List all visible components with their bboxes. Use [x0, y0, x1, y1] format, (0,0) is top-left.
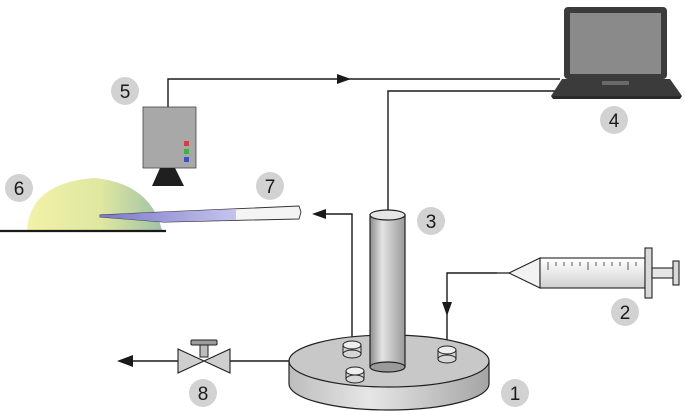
- syringe-flange: [644, 247, 653, 299]
- laptop-screen: [570, 13, 661, 74]
- syringe-plunger-rod: [651, 267, 675, 279]
- syringe-to-inlet-wire: [446, 272, 497, 348]
- label-3: 3: [417, 207, 445, 235]
- label-7: 7: [256, 172, 284, 200]
- base-port-drain: [345, 366, 365, 384]
- valve-outlet-arrow: [117, 355, 133, 367]
- svg-text:4: 4: [609, 111, 620, 132]
- svg-text:5: 5: [120, 82, 131, 103]
- column-top: [369, 209, 406, 221]
- valve-handle: [190, 339, 218, 346]
- svg-text:7: 7: [265, 177, 276, 198]
- camera-led-green: [184, 149, 189, 154]
- svg-text:3: 3: [426, 212, 437, 233]
- camera: [142, 106, 197, 186]
- drop-shape: [27, 178, 162, 230]
- label-1: 1: [501, 379, 529, 407]
- base-port-outlet: [342, 340, 362, 359]
- syringe-to-inlet-arrow: [442, 302, 452, 316]
- svg-text:8: 8: [198, 384, 209, 405]
- camera-led-red: [184, 141, 189, 146]
- svg-text:2: 2: [620, 303, 631, 324]
- camera-led-blue: [184, 157, 189, 162]
- label-5: 5: [111, 77, 139, 105]
- laptop: [551, 7, 682, 99]
- laptop-keyboard-base: [551, 79, 682, 96]
- svg-text:6: 6: [14, 179, 25, 200]
- label-6: 6: [5, 174, 33, 202]
- syringe-scale-ticks: [547, 262, 637, 270]
- outlet-to-capillary-arrow: [312, 209, 326, 219]
- label-8: 8: [189, 379, 217, 407]
- laptop-touchpad: [602, 81, 629, 85]
- syringe-plunger-cap: [672, 260, 680, 286]
- svg-text:1: 1: [510, 384, 521, 405]
- laptop-to-column-wire: [387, 90, 556, 213]
- camera-to-laptop-arrow: [337, 74, 351, 84]
- outlet-to-capillary-wire: [318, 213, 353, 345]
- camera-lens: [152, 168, 184, 186]
- capillary-tube: [99, 205, 302, 223]
- syringe: [497, 247, 680, 299]
- label-2: 2: [611, 298, 639, 326]
- label-4: 4: [600, 106, 628, 134]
- column: [369, 209, 406, 373]
- base-port-inlet: [437, 345, 457, 364]
- connection-wires: [117, 74, 560, 367]
- capillary-liquid: [100, 209, 236, 222]
- camera-to-laptop-wire: [167, 78, 560, 107]
- valve: [177, 339, 231, 374]
